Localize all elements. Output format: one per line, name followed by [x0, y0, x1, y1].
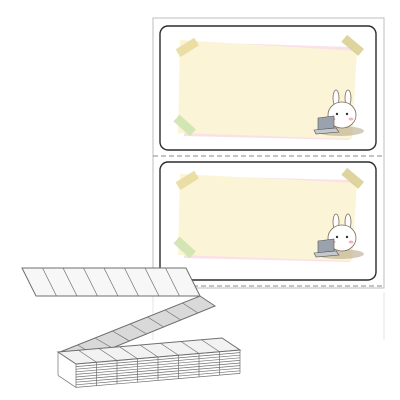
fanfold-top-divider	[144, 267, 160, 297]
fanfold-top-divider	[83, 267, 98, 297]
fanfold-label-stack	[21, 267, 242, 388]
masking-tape-icon	[173, 114, 196, 137]
fanfold-slant-divider	[164, 309, 181, 321]
fanfold-stack-edge	[57, 375, 77, 388]
fanfold-stack-divider	[201, 339, 220, 353]
fanfold-slant-divider	[147, 316, 164, 328]
fanfold-slant-divider	[129, 323, 147, 335]
fanfold-top-divider	[124, 267, 139, 297]
fanfold-top-divider	[62, 267, 78, 297]
fanfold-stack-divider	[160, 342, 179, 356]
masking-tape-icon	[341, 167, 364, 189]
bunny-with-laptop-icon	[313, 213, 364, 259]
label-top	[159, 25, 377, 151]
masking-tape-icon	[175, 37, 199, 58]
fanfold-slant-divider	[94, 337, 113, 349]
fanfold-stack-divider	[180, 341, 200, 354]
fanfold-slant-divider	[112, 330, 130, 342]
fanfold-stack-divider	[139, 344, 159, 358]
masking-tape-icon	[173, 236, 196, 259]
note-paper-bottom	[178, 174, 357, 261]
fanfold-top-divider	[42, 267, 57, 297]
bunny-with-laptop-icon	[313, 89, 364, 136]
fanfold-top-divider	[165, 267, 180, 297]
fanfold-stack-divider	[78, 349, 97, 363]
fanfold-stack-divider	[98, 348, 118, 361]
label-bottom	[159, 161, 377, 281]
masking-tape-icon	[175, 170, 199, 191]
fanfold-stack-divider	[119, 346, 138, 360]
note-paper-top	[178, 40, 357, 139]
fanfold-slant-divider	[182, 302, 199, 314]
masking-tape-icon	[341, 34, 364, 56]
fanfold-top-divider	[103, 267, 119, 297]
